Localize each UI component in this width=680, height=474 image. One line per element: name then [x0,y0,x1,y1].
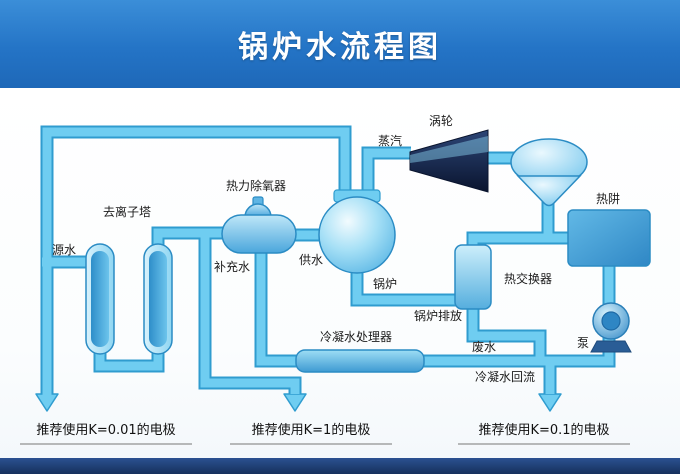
down-arrow-middle-icon [283,393,307,412]
label-thermal-deaerator: 热力除氧器 [226,178,286,193]
label-steam: 蒸汽 [378,133,402,148]
label-feed-water: 供水 [299,253,323,267]
label-boiler: 锅炉 [373,276,397,291]
recommendation-middle: 推荐使用K=1的电极 [252,422,371,438]
label-deionization-tower: 去离子塔 [103,204,151,219]
down-arrow-left-icon [35,393,59,412]
page-title: 锅炉水流程图 [238,30,442,65]
condenser-funnel [510,138,588,207]
heat-exchanger-box [454,244,492,310]
label-condensate-return: 冷凝水回流 [475,369,535,384]
pump-unit [590,302,632,353]
label-turbine: 涡轮 [429,114,453,128]
header-banner: 锅炉水流程图 [0,0,680,88]
diagram-area: 源水 去离子塔 热力除氧器 补充水 供水 锅炉 蒸汽 涡轮 热阱 热交换器 锅炉… [0,88,680,458]
label-condensate-polisher: 冷凝水处理器 [320,329,392,344]
footer-bar [0,458,680,474]
label-pump: 泵 [577,336,589,350]
diagram-labels: 源水 去离子塔 热力除氧器 补充水 供水 锅炉 蒸汽 涡轮 热阱 热交换器 锅炉… [52,114,620,384]
sampling-arrows [35,393,562,412]
condensate-polisher-bar [295,349,425,373]
label-makeup-water: 补充水 [214,259,250,274]
label-boiler-blowdown: 锅炉排放 [414,308,462,323]
label-waste-water: 废水 [472,339,496,354]
heat-sink-box [567,209,651,267]
boiler-vessel [318,189,396,274]
deionization-tower-1 [85,243,115,355]
flow-diagram: 源水 去离子塔 热力除氧器 补充水 供水 锅炉 蒸汽 涡轮 热阱 热交换器 锅炉… [20,114,651,445]
electrode-recommendations: 推荐使用K=0.01的电极 推荐使用K=1的电极 推荐使用K=0.1的电极 [36,422,609,438]
turbine-unit [409,129,489,193]
label-source-water: 源水 [52,243,76,257]
label-heat-sink: 热阱 [596,192,620,206]
down-arrow-right-icon [538,393,562,412]
label-heat-exchanger: 热交换器 [504,271,552,286]
recommendation-right: 推荐使用K=0.1的电极 [478,422,609,438]
deionization-tower-2 [143,243,173,355]
recommendation-left: 推荐使用K=0.01的电极 [36,422,175,438]
thermal-deaerator [221,196,297,254]
